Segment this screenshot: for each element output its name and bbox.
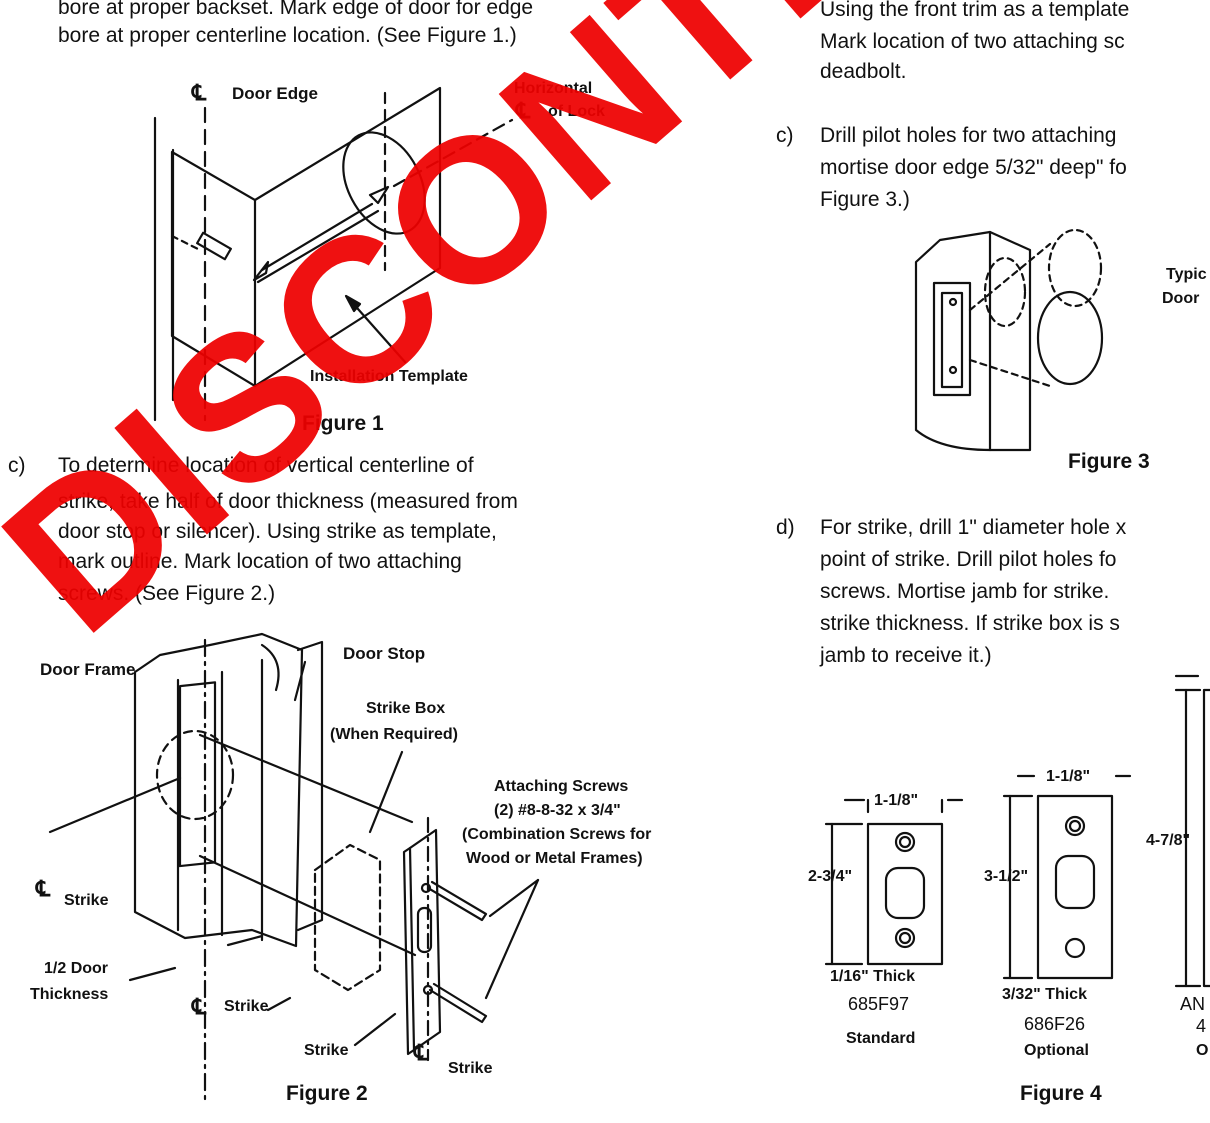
intro-text-line2: bore at proper centerline location. (See…: [58, 24, 517, 47]
right-step-c-line3: Figure 3.): [820, 188, 910, 211]
step-c-line4: mark outline. Mark location of two attac…: [58, 550, 462, 573]
fig2-thickness-label: Thickness: [30, 986, 109, 1003]
step-d-line1: For strike, drill 1" diameter hole x: [820, 516, 1127, 539]
intro-text-line1: bore at proper backset. Mark edge of doo…: [58, 0, 534, 19]
fig4-s3-part-a: AN: [1180, 994, 1206, 1014]
right-top-line3: deadbolt.: [820, 60, 907, 83]
step-c-line2: strike, take half of door thickness (mea…: [58, 490, 518, 513]
fig4-s3-part-b: 4: [1196, 1016, 1207, 1036]
step-d-line3: screws. Mortise jamb for strike.: [820, 580, 1110, 603]
fig1-horizontal-label: Horizontal: [514, 80, 593, 97]
step-c-letter-right: c): [776, 124, 794, 147]
figure4-drawing: [824, 674, 1210, 988]
step-c-line3: door stop or silencer). Using strike as …: [58, 520, 497, 543]
fig2-screws-label-2: (2) #8-8-32 x 3/4": [494, 802, 621, 819]
fig4-s3-height: 4-7/8": [1146, 832, 1191, 849]
fig1-centerline-symbol-2: ℄: [516, 98, 531, 123]
fig2-door-stop-label: Door Stop: [343, 644, 426, 663]
right-top-line1: Using the front trim as a template: [820, 0, 1130, 21]
fig2-half-door-label: 1/2 Door: [44, 960, 109, 977]
figure4-caption: Figure 4: [1020, 1082, 1102, 1105]
fig4-s2-height: 3-1/2": [984, 868, 1029, 885]
fig2-cl-strike-right-label: Strike: [448, 1060, 493, 1077]
fig2-when-required-label: (When Required): [330, 726, 458, 743]
step-c-line1: To determine location of vertical center…: [58, 454, 474, 477]
fig3-typical-label: Typic: [1166, 266, 1207, 283]
fig4-s2-type: Optional: [1024, 1042, 1089, 1059]
step-d-letter: d): [776, 516, 795, 539]
right-step-c-line2: mortise door edge 5/32" deep" fo: [820, 156, 1127, 179]
figure1-drawing: [153, 86, 514, 422]
fig4-s1-type: Standard: [846, 1030, 916, 1047]
fig1-template-label: Installation Template: [310, 368, 468, 385]
step-c-letter-left: c): [8, 454, 26, 477]
fig2-screws-label-4: Wood or Metal Frames): [466, 850, 643, 867]
step-d-line4: strike thickness. If strike box is s: [820, 612, 1120, 635]
fig2-centerline-symbol-right: ℄: [414, 1040, 429, 1065]
right-top-line2: Mark location of two attaching sc: [820, 30, 1125, 53]
step-c-line5: screws. (See Figure 2.): [58, 582, 276, 605]
fig4-s2-thick: 3/32" Thick: [1002, 986, 1087, 1003]
fig2-strike-bottom-label: Strike: [304, 1042, 349, 1059]
fig1-of-lock-label: of Lock: [548, 103, 605, 120]
fig4-s1-height: 2-3/4": [808, 868, 853, 885]
fig3-door-label: Door: [1162, 290, 1200, 307]
figure3-drawing: [914, 228, 1104, 452]
fig2-cl-strike-label: Strike: [64, 892, 109, 909]
right-step-c-line1: Drill pilot holes for two attaching: [820, 124, 1117, 147]
fig4-s2-part: 686F26: [1024, 1014, 1086, 1034]
fig2-centerline-symbol-mid: ℄: [192, 994, 207, 1019]
step-d-line5: jamb to receive it.): [820, 644, 992, 667]
figure2-caption: Figure 2: [286, 1082, 368, 1105]
fig1-centerline-symbol: ℄: [192, 80, 207, 105]
fig1-door-edge-label: Door Edge: [232, 84, 318, 103]
figure3-caption: Figure 3: [1068, 450, 1150, 473]
fig2-strike-box-label: Strike Box: [366, 700, 446, 717]
fig2-strike-mid-label: Strike: [224, 998, 269, 1015]
fig4-s1-width: 1-1/8": [874, 792, 919, 809]
fig2-screws-label-1: Attaching Screws: [494, 778, 629, 795]
fig4-s3-type: O: [1196, 1042, 1209, 1059]
figure1-caption: Figure 1: [302, 412, 384, 435]
fig2-door-frame-label: Door Frame: [40, 660, 136, 679]
fig2-centerline-symbol: ℄: [36, 876, 51, 901]
fig4-s2-width: 1-1/8": [1046, 768, 1091, 785]
step-d-line2: point of strike. Drill pilot holes fo: [820, 548, 1117, 571]
figure2-drawing: [48, 632, 540, 1102]
fig2-screws-label-3: (Combination Screws for: [462, 826, 652, 843]
fig4-s1-thick: 1/16" Thick: [830, 968, 915, 985]
fig4-s1-part: 685F97: [848, 994, 910, 1014]
